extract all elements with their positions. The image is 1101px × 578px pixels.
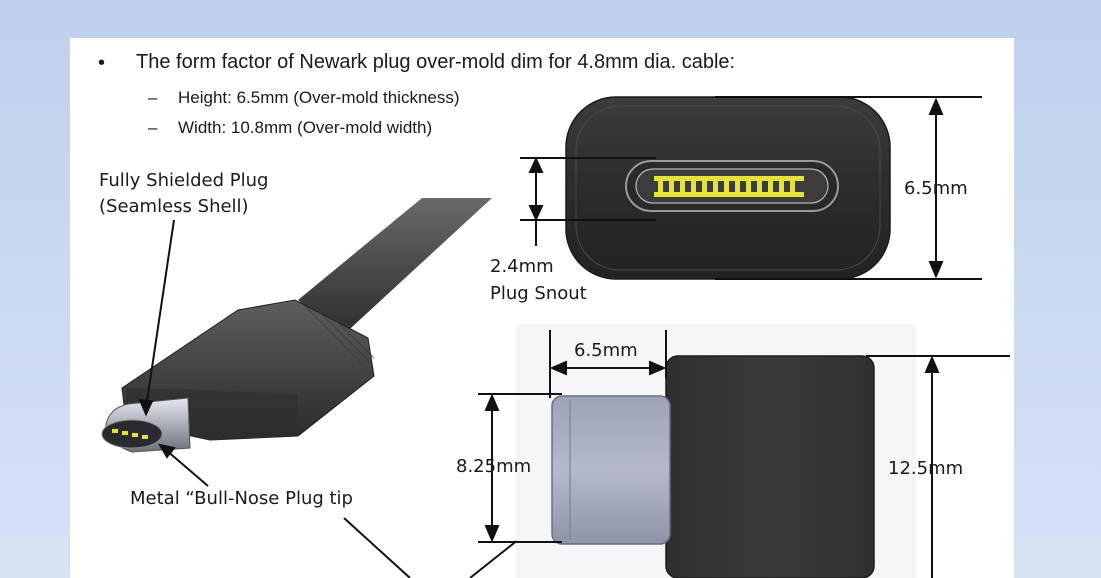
cable [298, 198, 492, 338]
callout-bull-nose-tip: Metal “Bull-Nose Plug tip [130, 488, 353, 509]
sub-item-dash-1: – [148, 88, 158, 107]
callout-snout-size: 2.4mm [490, 256, 554, 277]
callout-snout-label: Plug Snout [490, 283, 587, 304]
contact-pins [654, 176, 804, 197]
diagram-artwork [101, 96, 1010, 578]
side-plug-shell [551, 395, 671, 545]
sub-item-width: Width: 10.8mm (Over-mold width) [178, 118, 433, 137]
dim-front-height: 6.5mm [904, 178, 968, 199]
slide: • The form factor of Newark plug over-mo… [70, 38, 1014, 578]
callout-shield-line1: Fully Shielded Plug [99, 170, 269, 191]
isometric-plug [101, 198, 492, 453]
sub-item-height: Height: 6.5mm (Over-mold thickness) [178, 88, 460, 107]
dim-overmold-height: 12.5mm [888, 458, 964, 479]
dim-plug-height: 8.25mm [456, 456, 532, 477]
sub-item-dash-2: – [148, 118, 158, 137]
front-view [520, 96, 982, 280]
side-view [478, 324, 1010, 578]
dim-snout-length: 6.5mm [574, 340, 638, 361]
bullet-mark: • [98, 52, 106, 74]
heading-bullet-text: The form factor of Newark plug over-mold… [136, 51, 736, 73]
side-overmold [665, 355, 875, 578]
callout-shield-line2: (Seamless Shell) [99, 196, 249, 217]
